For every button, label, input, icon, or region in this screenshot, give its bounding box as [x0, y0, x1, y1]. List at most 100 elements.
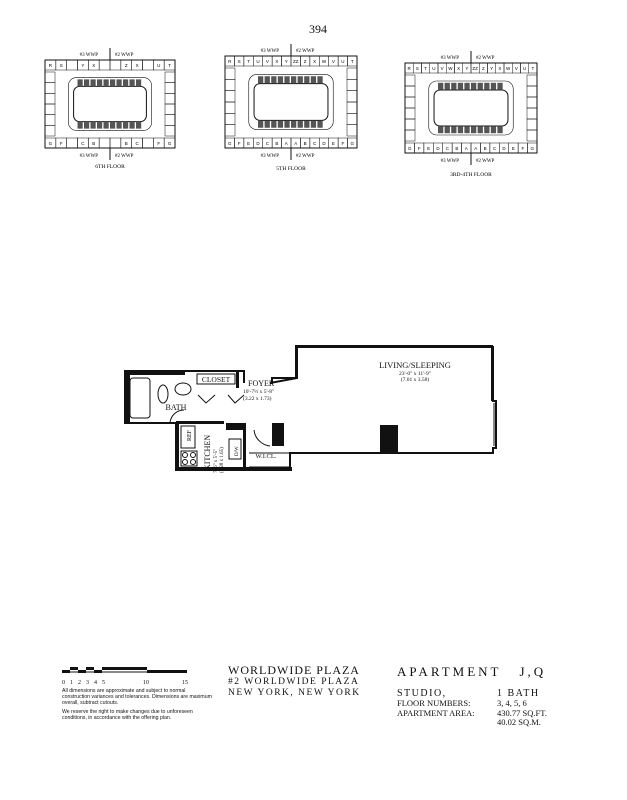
- unit-label: D: [322, 141, 326, 146]
- unit-label: B: [484, 146, 487, 151]
- unit-label: X: [275, 59, 278, 64]
- unit-label: G: [49, 141, 53, 146]
- courtyard: [253, 83, 329, 121]
- wall-blocks: [125, 345, 494, 471]
- bath-label: BATH: [166, 403, 187, 412]
- unit-label: C: [81, 141, 85, 146]
- building-address-2: NEW YORK, NEW YORK: [228, 688, 361, 698]
- unit-label: F: [157, 141, 160, 146]
- apartment-units: J,Q: [519, 664, 547, 679]
- apartment-baths: 1 BATH: [497, 688, 540, 699]
- scale-ticks: 0 1 2 3 4 5 10 15: [62, 680, 188, 686]
- living-label: LIVING/SLEEPING: [379, 360, 451, 370]
- unit-label: R: [228, 59, 232, 64]
- unit-label: W: [448, 66, 453, 71]
- apartment-title: APARTMENT: [397, 664, 502, 679]
- floor-numbers: 3, 4, 5, 6: [497, 698, 527, 708]
- floor-numbers-label: FLOOR NUMBERS:: [397, 698, 471, 708]
- unit-label: E: [332, 141, 335, 146]
- unit-label: ZZ: [472, 66, 478, 71]
- unit-label: W: [506, 66, 511, 71]
- unit-label: F: [60, 141, 63, 146]
- unit-label: U: [341, 59, 344, 64]
- unit-label: T: [168, 63, 171, 68]
- unit-label: B: [92, 141, 95, 146]
- unit-label: B: [125, 141, 128, 146]
- unit-label: V: [332, 59, 335, 64]
- disclaimer-dimensions: All dimensions are approximate and subje…: [62, 688, 212, 706]
- unit-label: G: [531, 146, 535, 151]
- unit-label: D: [256, 141, 260, 146]
- closet-label: CLOSET: [202, 375, 231, 384]
- unit-cell: [163, 59, 176, 71]
- unit-label: ZZ: [293, 59, 299, 64]
- unit-label: S: [416, 66, 419, 71]
- building-address-1: #2 WORLDWIDE PLAZA: [228, 677, 360, 687]
- key-plan-label: #3 WWP: [441, 56, 460, 61]
- unit-label: G: [228, 141, 232, 146]
- unit-label: U: [432, 66, 435, 71]
- key-plan-label: 3RD-4TH FLOOR: [450, 172, 492, 178]
- unit-label: B: [275, 141, 278, 146]
- unit-label: V: [266, 59, 269, 64]
- entry-door-swing: [253, 429, 271, 447]
- scale-bar: [62, 667, 187, 673]
- unit-label: E: [427, 146, 430, 151]
- kitchen-dim-ft: 7'-6" x 5'-5": [214, 449, 219, 473]
- unit-label: G: [351, 141, 355, 146]
- refrigerator: [180, 425, 196, 449]
- unit-label: A: [474, 146, 477, 151]
- unit-label: Z: [125, 63, 128, 68]
- kitchen-dim-m: (2.28 x 1.65): [220, 447, 225, 473]
- unit-label: Z: [482, 66, 485, 71]
- scale-tick: 4: [94, 680, 97, 686]
- apartment-specs: STUDIO, 1 BATH FLOOR NUMBERS: 3, 4, 5, 6 A…: [397, 688, 557, 728]
- unit-label: E: [247, 141, 250, 146]
- unit-cell: [163, 137, 176, 149]
- key-plan-label: #3 WWP: [441, 159, 460, 164]
- unit-label: X: [136, 63, 139, 68]
- dw-label: D/W: [235, 446, 240, 456]
- ref-label: REF: [187, 429, 193, 441]
- unit-label: C: [446, 146, 450, 151]
- unit-label: X: [92, 63, 95, 68]
- wicl-label: W.I.CL.: [256, 453, 277, 460]
- range: [180, 450, 198, 467]
- unit-label: B: [455, 146, 458, 151]
- unit-label: B: [304, 141, 307, 146]
- apartment-info: APARTMENT J,Q: [397, 664, 546, 680]
- unit-label: X: [457, 66, 460, 71]
- disclaimer: All dimensions are approximate and subje…: [62, 688, 212, 721]
- area-sqm: 40.02 SQ.M.: [497, 717, 541, 727]
- scale-tick: 1: [70, 680, 73, 686]
- foyer-label: FOYER: [248, 379, 275, 388]
- unit-label: C: [493, 146, 497, 151]
- scale-tick: 0: [62, 680, 65, 686]
- courtyard: [73, 85, 147, 123]
- key-plan-label: #2 WWP: [115, 154, 134, 159]
- walk-in-closet: [249, 452, 291, 468]
- unit-label: F: [521, 146, 524, 151]
- unit-label: W: [322, 59, 327, 64]
- unit-label: D: [502, 146, 506, 151]
- unit-label: T: [247, 59, 250, 64]
- foyer-dim-ft: 10'-7½ x 5'-8": [243, 388, 274, 395]
- key-plan-label: #2 WWP: [476, 56, 495, 61]
- unit-label: S: [238, 59, 241, 64]
- building-name: WORLDWIDE PLAZA: [228, 663, 360, 677]
- unit-label: U: [256, 59, 259, 64]
- unit-label: F: [238, 141, 241, 146]
- apartment-type: STUDIO,: [397, 688, 447, 699]
- area-label: APARTMENT AREA:: [397, 707, 475, 718]
- key-plan-label: #2 WWP: [296, 49, 315, 54]
- unit-label: G: [408, 146, 412, 151]
- unit-label: V: [441, 66, 444, 71]
- area-sqft: 430.77 SQ.FT.: [497, 707, 547, 718]
- unit-label: Y: [81, 63, 84, 68]
- page-number: 394: [309, 22, 327, 36]
- key-plan-label: #3 WWP: [80, 154, 99, 159]
- closet-outline: [196, 373, 236, 385]
- unit-label: C: [313, 141, 317, 146]
